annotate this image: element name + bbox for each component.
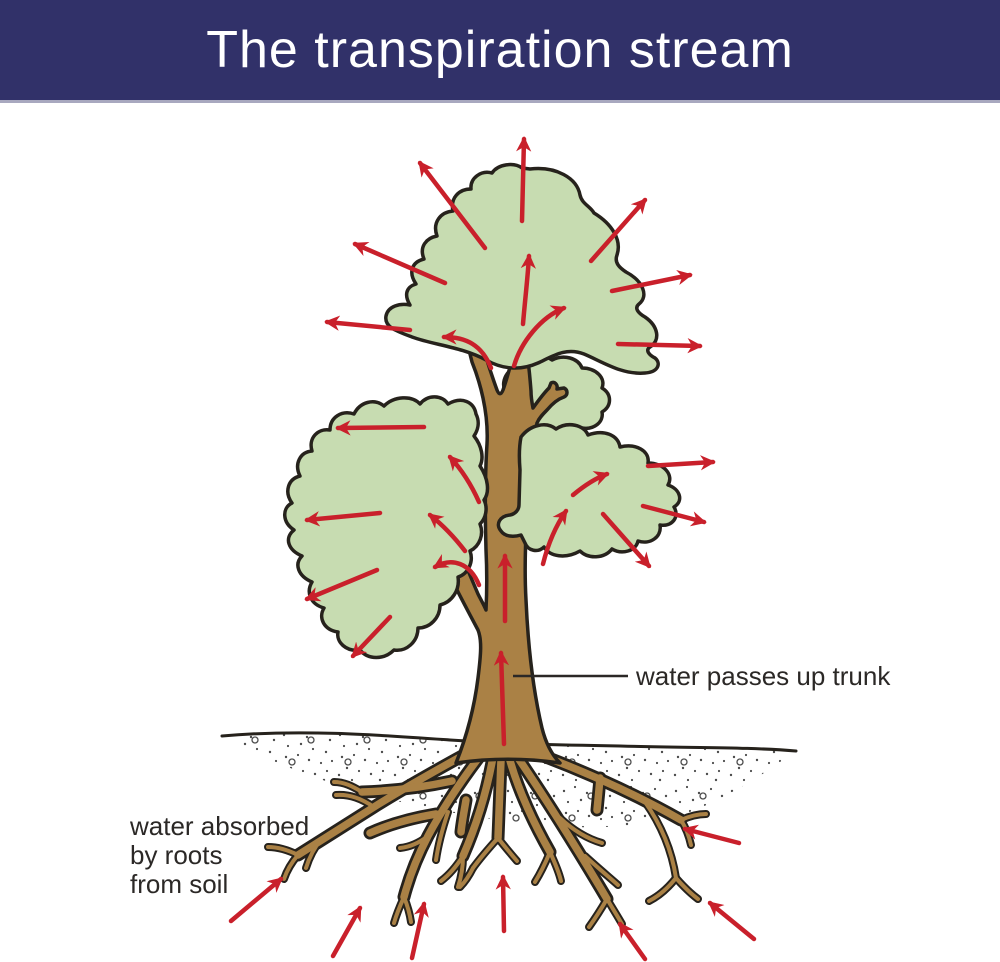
- title-banner: The transpiration stream: [0, 0, 1000, 103]
- root-absorption-arrows: [228, 824, 757, 962]
- leaf-cluster-left: [283, 395, 490, 660]
- transpiration-arrows-middle: [304, 420, 716, 659]
- label-water-passes-up-trunk: water passes up trunk: [636, 661, 891, 691]
- page-title: The transpiration stream: [206, 21, 794, 79]
- leaf-cluster-right: [496, 423, 682, 559]
- transpiration-arrows-top: [324, 136, 703, 371]
- label-water-absorbed-by-roots: water absorbed by roots from soil: [130, 811, 310, 899]
- water-up-trunk-arrows: [493, 553, 513, 747]
